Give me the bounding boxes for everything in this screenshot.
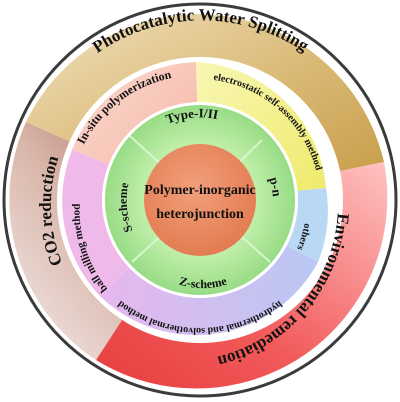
inner-label-pn: p-n (266, 175, 285, 198)
center-label-line2: heterojunction (156, 207, 244, 222)
center-circle (144, 144, 256, 256)
inner-label-z-scheme: Z-scheme (178, 274, 229, 292)
center-label-line1: Polymer-inorganic (144, 183, 255, 198)
